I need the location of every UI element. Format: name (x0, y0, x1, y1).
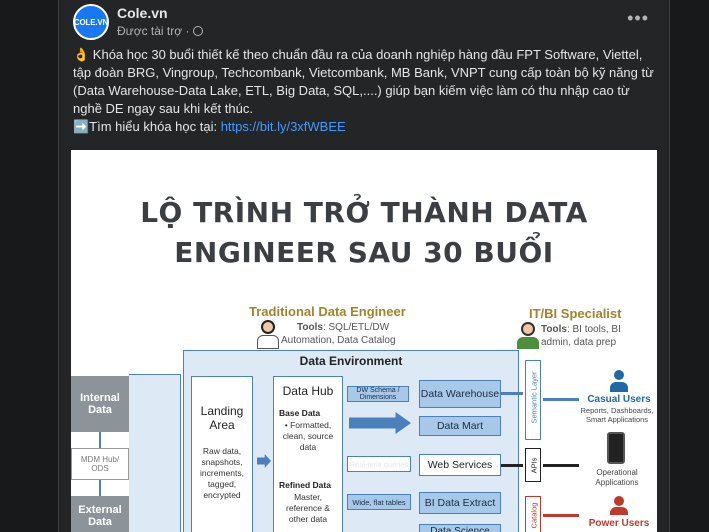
infographic-title-line1: LỘ TRÌNH TRỞ THÀNH DATA (140, 196, 588, 229)
landing-area-title: Landing Area (200, 404, 244, 432)
wide-tables-arrow: Wide, flat tables (347, 494, 411, 510)
operational-apps-label: Operational Applications (595, 468, 639, 487)
facebook-post: COLE.VN Cole.vn Được tài trợ · ••• 👌 Khó… (58, 0, 670, 532)
post-body: 👌 Khóa học 30 buổi thiết kế theo chuẩn đ… (73, 47, 654, 116)
dw-schema-arrow: DW Schema / Dimensions (347, 386, 409, 402)
phone-icon (607, 432, 625, 464)
traditional-tools2: Automation, Data Catalog (281, 335, 396, 346)
apis-box: APIs (525, 448, 541, 482)
post-image[interactable]: LỘ TRÌNH TRỞ THÀNH DATA ENGINEER SAU 30 … (71, 150, 657, 532)
post-text: 👌 Khóa học 30 buổi thiết kế theo chuẩn đ… (73, 46, 657, 136)
person-icon-engineer (257, 320, 279, 350)
page-name-link[interactable]: Cole.vn (117, 5, 168, 21)
itbi-tools2: admin, data prep (541, 337, 617, 348)
traditional-title: Traditional Data Engineer (249, 304, 406, 319)
person-icon-specialist (517, 322, 539, 352)
casual-users-label: Casual Users (587, 394, 651, 405)
post-link-line: ➡️Tìm hiểu khóa học tại: https://bit.ly/… (73, 118, 657, 136)
web-services-box: Web Services (419, 454, 501, 476)
traditional-tools: Tools: SQL/ETL/DW (297, 322, 390, 333)
data-hub-title: Data Hub (282, 384, 334, 398)
course-link[interactable]: https://bit.ly/3xfWBEE (220, 119, 346, 134)
data-science-box: Data Science (419, 524, 501, 532)
arrow-to-apis (501, 464, 523, 467)
arrow-catalog-power (543, 514, 579, 517)
arrow-landing-hub (257, 454, 271, 468)
data-environment-title: Data Environment (299, 354, 403, 368)
data-hub-box (273, 376, 343, 532)
arrow-hub-mart (349, 412, 411, 434)
page-avatar[interactable]: COLE.VN (73, 4, 109, 40)
semantic-layer-label: Semantic Layer (529, 371, 539, 424)
base-data-desc: • Formatted, clean, source data (282, 420, 334, 452)
arrow-apis-operational (543, 464, 579, 467)
infographic-title-line2: ENGINEER SAU 30 BUỔI (174, 236, 554, 269)
arrow-to-semantic (501, 392, 523, 395)
catalog-box: Catalog (525, 496, 541, 532)
itbi-title: IT/BI Specialist (529, 306, 622, 321)
casual-users-icon (609, 370, 629, 394)
globe-icon (193, 26, 204, 36)
external-data-box: External Data (71, 496, 129, 532)
semantic-layer-box: Semantic Layer (525, 360, 541, 440)
link-prefix: ➡️Tìm hiểu khóa học tại: (73, 119, 221, 134)
realtime-queries-arrow: Real-time queries (347, 456, 411, 472)
power-users-icon (609, 496, 629, 516)
post-meta: Được tài trợ · (117, 24, 204, 38)
landing-area-desc: Raw data, snapshots, increments, tagged,… (200, 446, 244, 500)
landing-area-box (191, 376, 253, 532)
refined-data-label: Refined Data (279, 480, 331, 490)
data-warehouse-box: Data Warehouse (419, 380, 501, 408)
arrow-mdm-external (99, 480, 101, 496)
arrow-internal-mdm (99, 432, 101, 448)
mdm-hub-box: MDM Hub/ ODS (71, 448, 129, 480)
more-options-icon[interactable]: ••• (627, 8, 649, 28)
arrow-semantic-casual (543, 398, 579, 401)
catalog-label: Catalog (529, 502, 539, 529)
sponsored-label[interactable]: Được tài trợ · (117, 24, 190, 38)
casual-users-desc: Reports, Dashboards, Smart Applications (580, 406, 654, 424)
base-data-label: Base Data (279, 408, 321, 418)
internal-data-box: Internal Data (71, 376, 129, 432)
power-users-label: Power Users (588, 518, 650, 529)
bi-data-extract-box: BI Data Extract (419, 492, 501, 514)
refined-data-desc: Master, reference & other data (286, 492, 330, 524)
apis-label: APIs (529, 457, 539, 474)
source-bracket (129, 374, 181, 532)
itbi-tools: Tools: BI tools, BI (541, 324, 621, 335)
data-mart-box: Data Mart (419, 416, 501, 436)
